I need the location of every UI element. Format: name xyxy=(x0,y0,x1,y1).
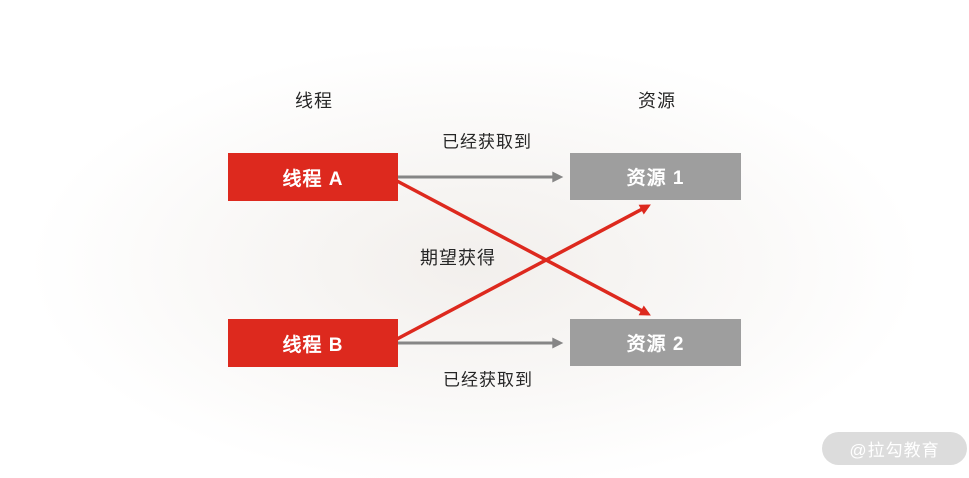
node-resource-2: 资源 2 xyxy=(570,319,741,366)
edge-label-acquired-bottom: 已经获取到 xyxy=(443,370,533,390)
column-title-threads: 线程 xyxy=(295,91,333,111)
edge-label-desired: 期望获得 xyxy=(420,248,496,268)
column-title-resources: 资源 xyxy=(638,91,676,111)
edge-label-acquired-top: 已经获取到 xyxy=(442,132,532,152)
node-thread-a: 线程 A xyxy=(228,153,398,201)
node-resource-1: 资源 1 xyxy=(570,153,741,200)
node-thread-b: 线程 B xyxy=(228,319,398,367)
watermark-badge: @拉勾教育 xyxy=(822,432,967,465)
